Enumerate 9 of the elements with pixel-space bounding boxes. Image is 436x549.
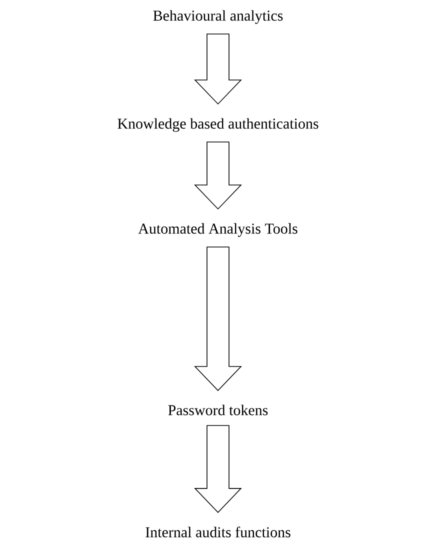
step-label: Internal audits functions — [146, 526, 290, 538]
block-arrow — [194, 246, 242, 392]
block-arrow — [194, 425, 242, 514]
block-arrow — [194, 142, 242, 210]
step-label: Automated Analysis Tools — [138, 223, 298, 237]
step-label: Knowledge based authentications — [118, 118, 318, 132]
block-arrow — [194, 34, 242, 105]
step-label: Behavioural analytics — [153, 10, 283, 24]
step-label: Password tokens — [168, 404, 268, 416]
